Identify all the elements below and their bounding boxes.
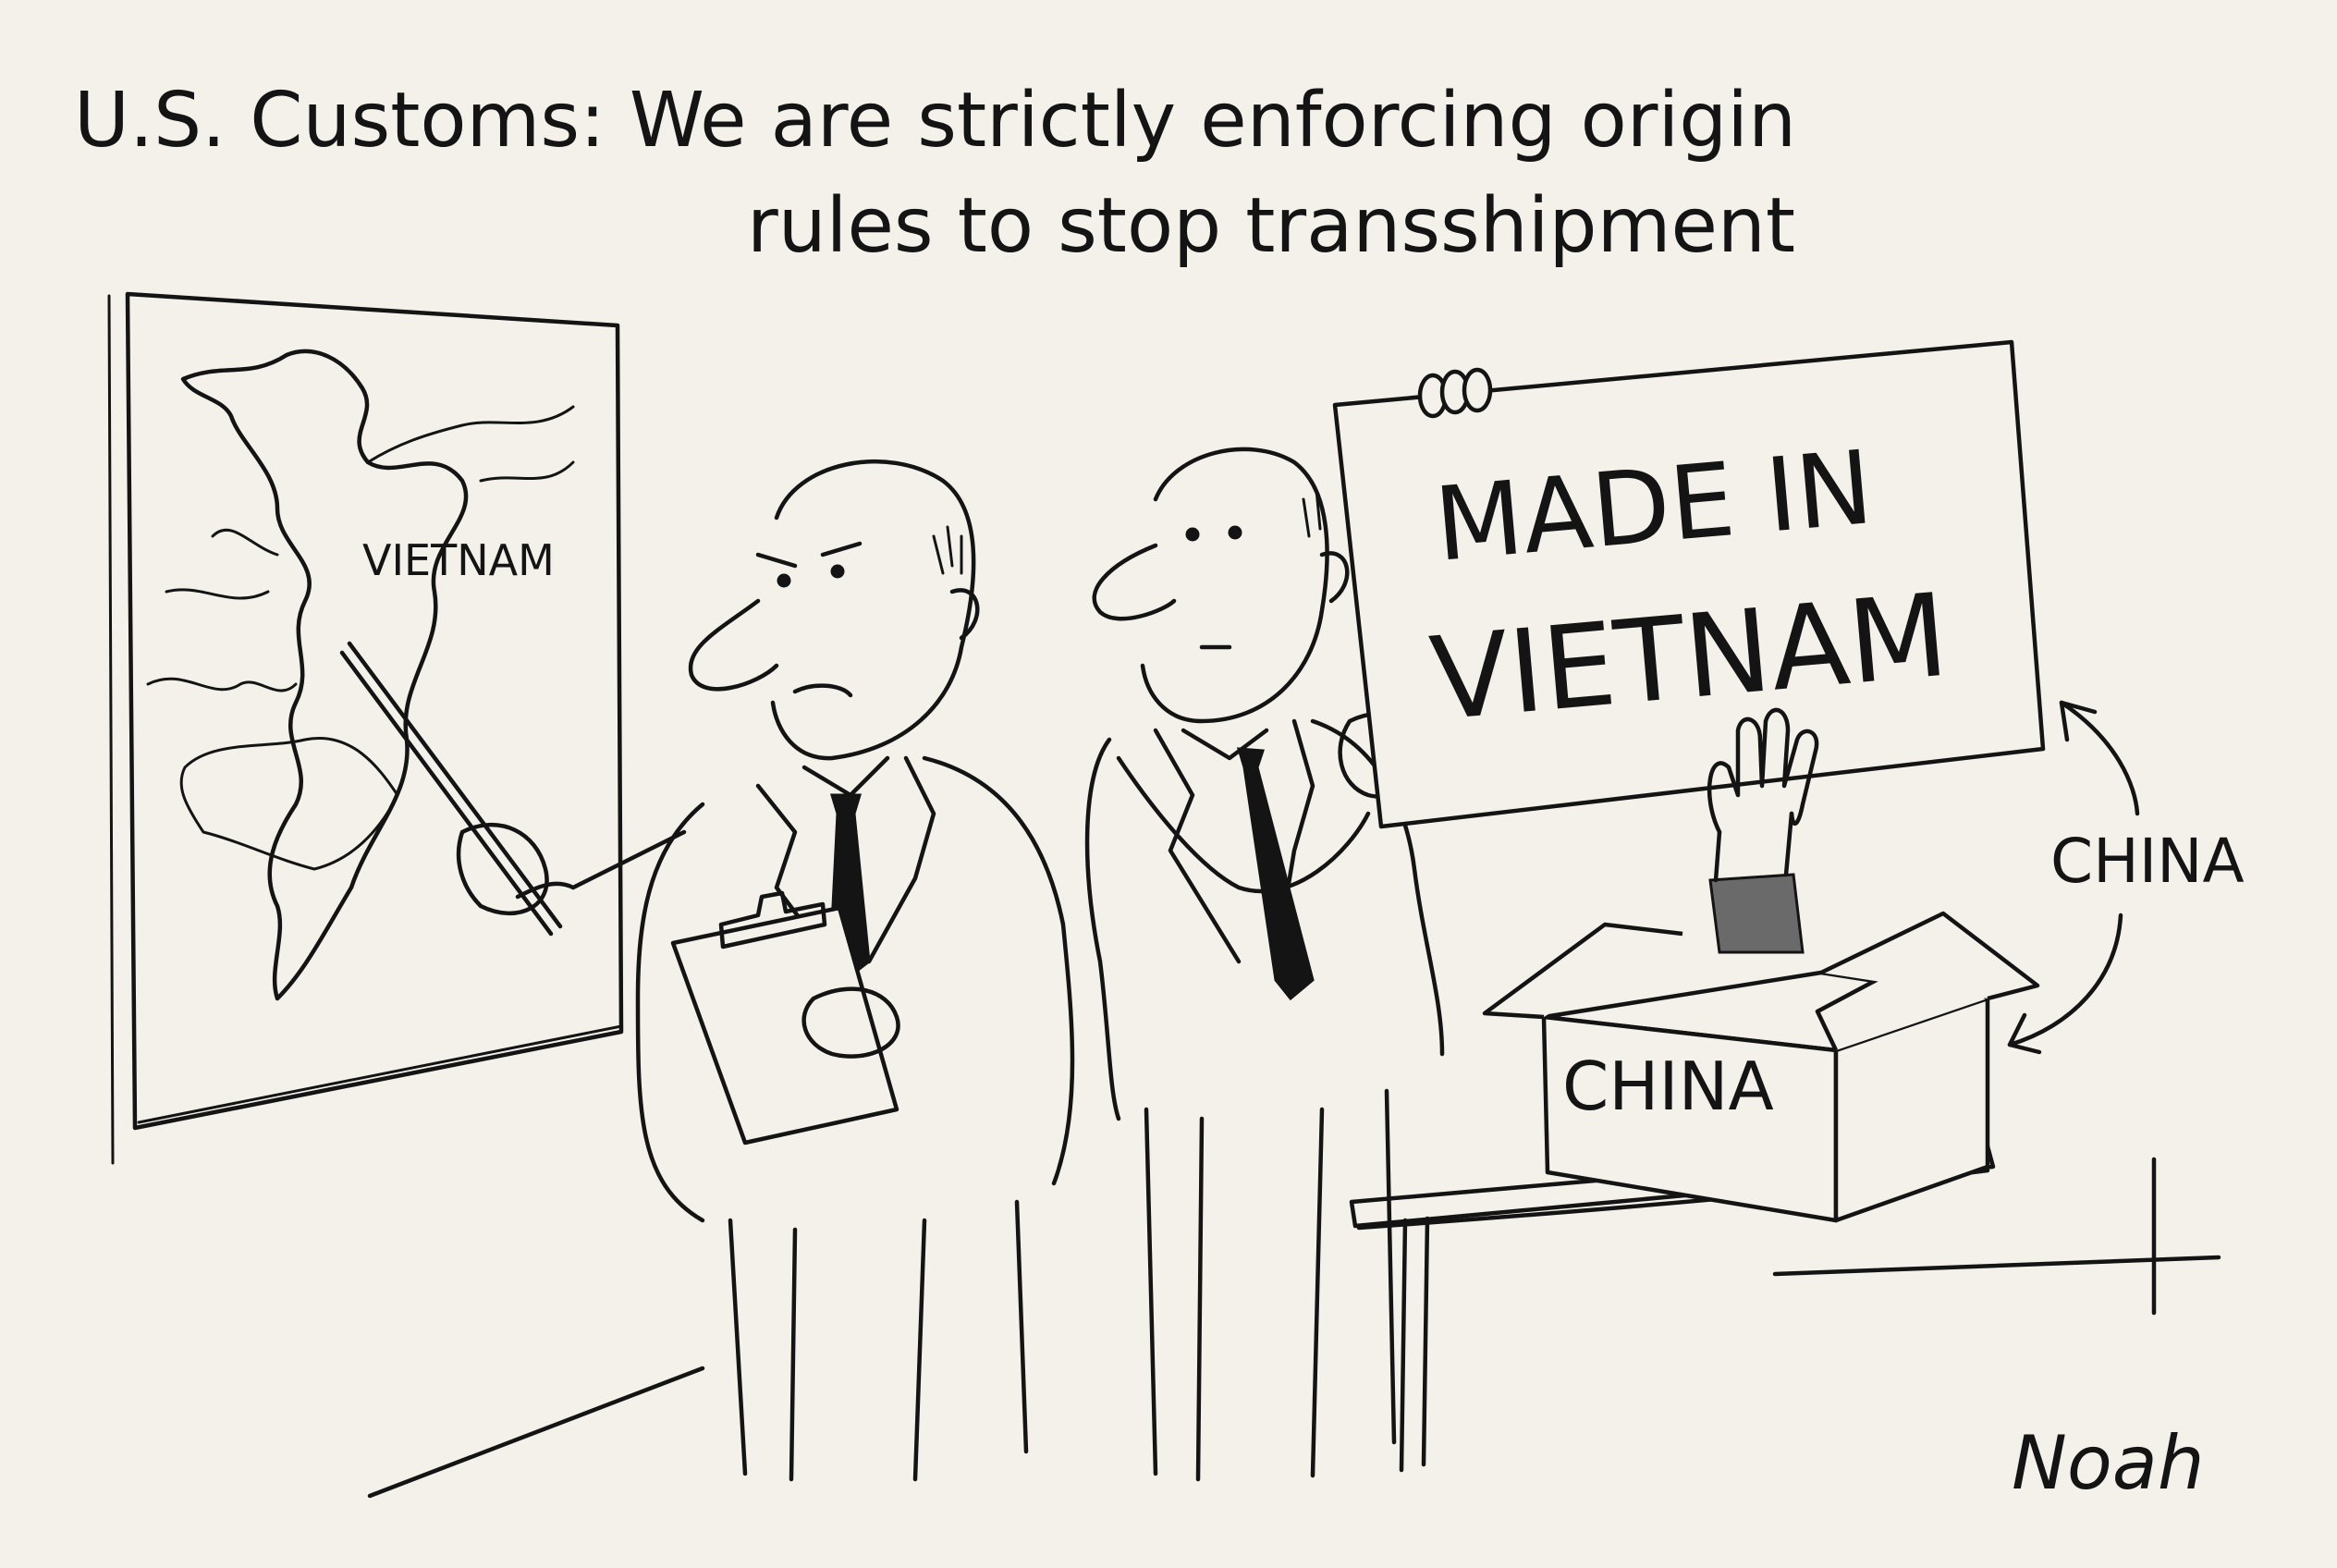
china-box: CHINA [1482,911,2040,1223]
box-label-china: CHINA [1562,1047,1774,1125]
official-left [456,459,1075,1482]
arrow-label-china: CHINA [2050,826,2245,897]
floor-line-left [367,1366,705,1499]
map-label-vietnam: VIETNAM [362,535,555,585]
caption-line-1: U.S. Customs: We are strictly enforcing … [74,77,1796,165]
hidden-arm [1707,707,1819,954]
china-arrow-annotation: CHINA [2007,700,2245,1055]
floor-line-right [1772,1255,2221,1277]
artist-signature: Noah [2012,1420,2205,1506]
caption-line-2: rules to stop transshipment [747,182,1795,270]
official-right [1084,447,1445,1482]
pointer-stick [339,641,563,937]
made-in-vietnam-sign: MADE IN VIETNAM [1332,339,2046,829]
wall-map: VIETNAM [107,291,624,1165]
